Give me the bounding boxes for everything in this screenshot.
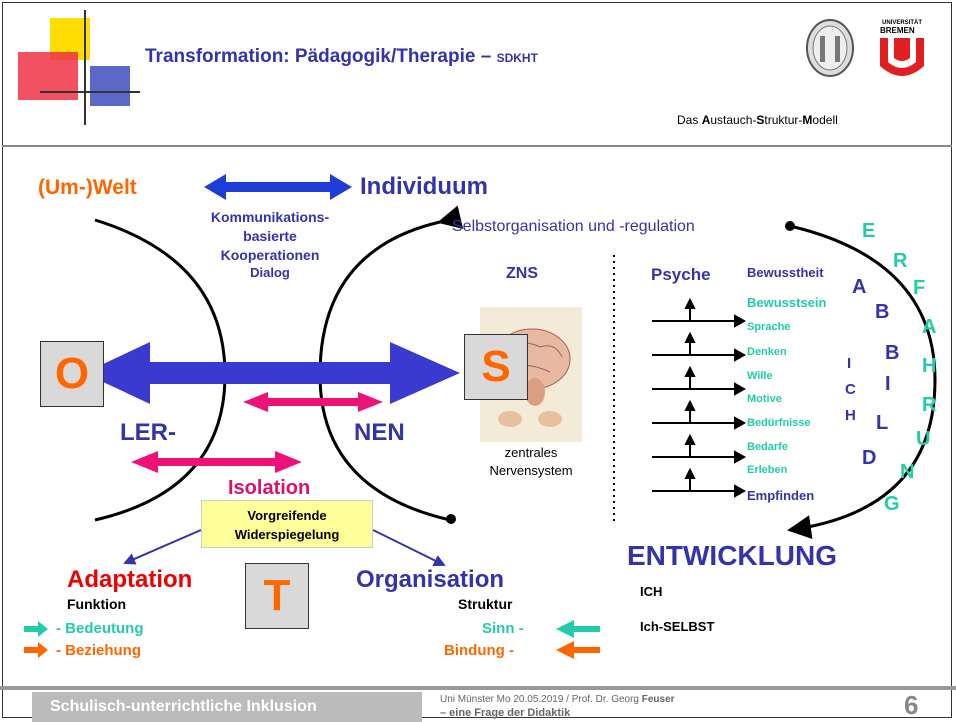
subtitle-part: ustauch-: [710, 113, 757, 127]
erfahrung-letter: R: [922, 394, 937, 416]
subtitle-initial: M: [802, 113, 813, 127]
subtitle-part: truktur-: [764, 113, 803, 127]
ich-vertical-letter: H: [845, 407, 856, 424]
svg-text:UNIVERSITÄT: UNIVERSITÄT: [882, 19, 922, 26]
struktur-label: Struktur: [458, 596, 513, 612]
svg-text:BREMEN: BREMEN: [880, 26, 915, 35]
subtitle-part: Das: [677, 113, 702, 127]
psyche-item: Wille: [747, 370, 773, 382]
slide-title: Transformation: Pädagogik/Therapie – SDK…: [145, 46, 538, 68]
subtitle-initial: A: [701, 113, 711, 127]
kommunikation-line: Kooperationen: [220, 247, 320, 263]
footer-meta-name: Feuser: [641, 694, 675, 705]
subtitle-part: odell: [812, 113, 838, 127]
psyche-item: Bewusstheit: [747, 265, 824, 280]
footer-meta: Uni Münster Mo 20.05.2019 / Prof. Dr. Ge…: [440, 694, 675, 705]
university-logo-icon: UNIVERSITÄT BREMEN: [880, 19, 924, 76]
ich-selbst-label: Ich-SELBST: [640, 619, 715, 634]
zns-caption: zentrales Nervensystem: [466, 444, 596, 480]
kommunikation-line: basierte: [243, 228, 297, 244]
kommunikation-line: Kommunikations-: [210, 209, 330, 225]
erfahrung-letter: A: [922, 316, 937, 338]
adaptation-label: Adaptation: [67, 566, 193, 593]
abbildung-letter: L: [876, 412, 889, 434]
page-number: 6: [904, 690, 919, 720]
abbildung-letter: D: [862, 447, 877, 469]
zns-label: ZNS: [506, 265, 538, 282]
box-t: T: [245, 563, 309, 629]
beziehung-label: - Beziehung: [56, 642, 141, 659]
erfahrung-letter: U: [916, 428, 931, 450]
erfahrung-letter: R: [893, 250, 908, 272]
organisation-label: Organisation: [356, 566, 505, 593]
nen-label: NEN: [354, 419, 405, 446]
footer-subtitle: – eine Frage der Didaktik: [440, 707, 571, 719]
psyche-item: Motive: [747, 393, 782, 405]
vorgreifende-box: Vorgreifende Widerspiegelung: [201, 500, 373, 548]
individuum-label: Individuum: [360, 173, 488, 200]
umwelt-label: (Um-)Welt: [38, 176, 137, 199]
divider: [2, 145, 952, 147]
box-o: O: [40, 341, 104, 407]
abbildung-letter: I: [885, 373, 891, 395]
erfahrung-letter: N: [900, 461, 915, 483]
sinn-label: Sinn -: [482, 620, 524, 637]
erfahrung-letter: G: [884, 493, 900, 515]
corner-decoration: [18, 10, 140, 125]
footer-meta-prefix: Uni Münster Mo 20.05.2019 / Prof. Dr. Ge…: [440, 694, 642, 705]
psyche-item: Denken: [747, 346, 787, 358]
psyche-item: Empfinden: [747, 488, 815, 503]
ich-vertical-letter: C: [845, 381, 856, 398]
zns-caption-line: Nervensystem: [489, 463, 573, 478]
abbildung-letter: A: [852, 276, 867, 298]
bedeutung-label: - Bedeutung: [56, 620, 144, 637]
bindung-label: Bindung -: [444, 642, 514, 659]
psyche-item: Sprache: [747, 321, 791, 333]
abbildung-letter: B: [885, 342, 900, 364]
dialog-label: Dialog: [250, 265, 290, 280]
abbildung-letter: B: [875, 301, 890, 323]
psyche-item: Bedarfe: [747, 441, 788, 453]
isolation-label: Isolation: [228, 477, 311, 499]
kommunikation-label: Kommunikations- basierte Kooperationen D…: [170, 208, 370, 280]
footer-box: [32, 692, 422, 722]
title-main: Transformation: Pädagogik/Therapie –: [145, 46, 497, 67]
psyche-label: Psyche: [651, 265, 711, 284]
entwicklung-label: ENTWICKLUNG: [627, 540, 837, 571]
psyche-item: Bewusstsein: [747, 295, 827, 310]
zns-caption-line: zentrales: [504, 445, 558, 460]
box-s: S: [464, 334, 528, 400]
funktion-label: Funktion: [67, 596, 127, 612]
footer-band: [0, 686, 956, 690]
subtitle-initial: S: [756, 113, 765, 127]
psyche-item: Bedürfnisse: [747, 417, 811, 429]
erfahrung-letter: H: [922, 355, 937, 377]
ich-label: ICH: [640, 584, 663, 599]
footer-course: Schulisch-unterrichtliche Inklusion: [50, 698, 317, 715]
erfahrung-letter: F: [913, 277, 926, 299]
selbstorganisation-label: Selbstorganisation und -regulation: [452, 218, 695, 235]
vorgreifende-line: Widerspiegelung: [234, 527, 340, 542]
ler-label: LER-: [120, 419, 176, 446]
psyche-item: Erleben: [747, 464, 788, 476]
vorgreifende-line: Vorgreifende: [247, 508, 327, 523]
erfahrung-letter: E: [862, 220, 876, 242]
slide-subtitle: Das Austauch-Struktur-Modell: [677, 113, 838, 127]
ich-vertical-letter: I: [847, 355, 852, 372]
title-suffix: SDKHT: [496, 51, 538, 65]
seal-icon: [806, 19, 854, 77]
